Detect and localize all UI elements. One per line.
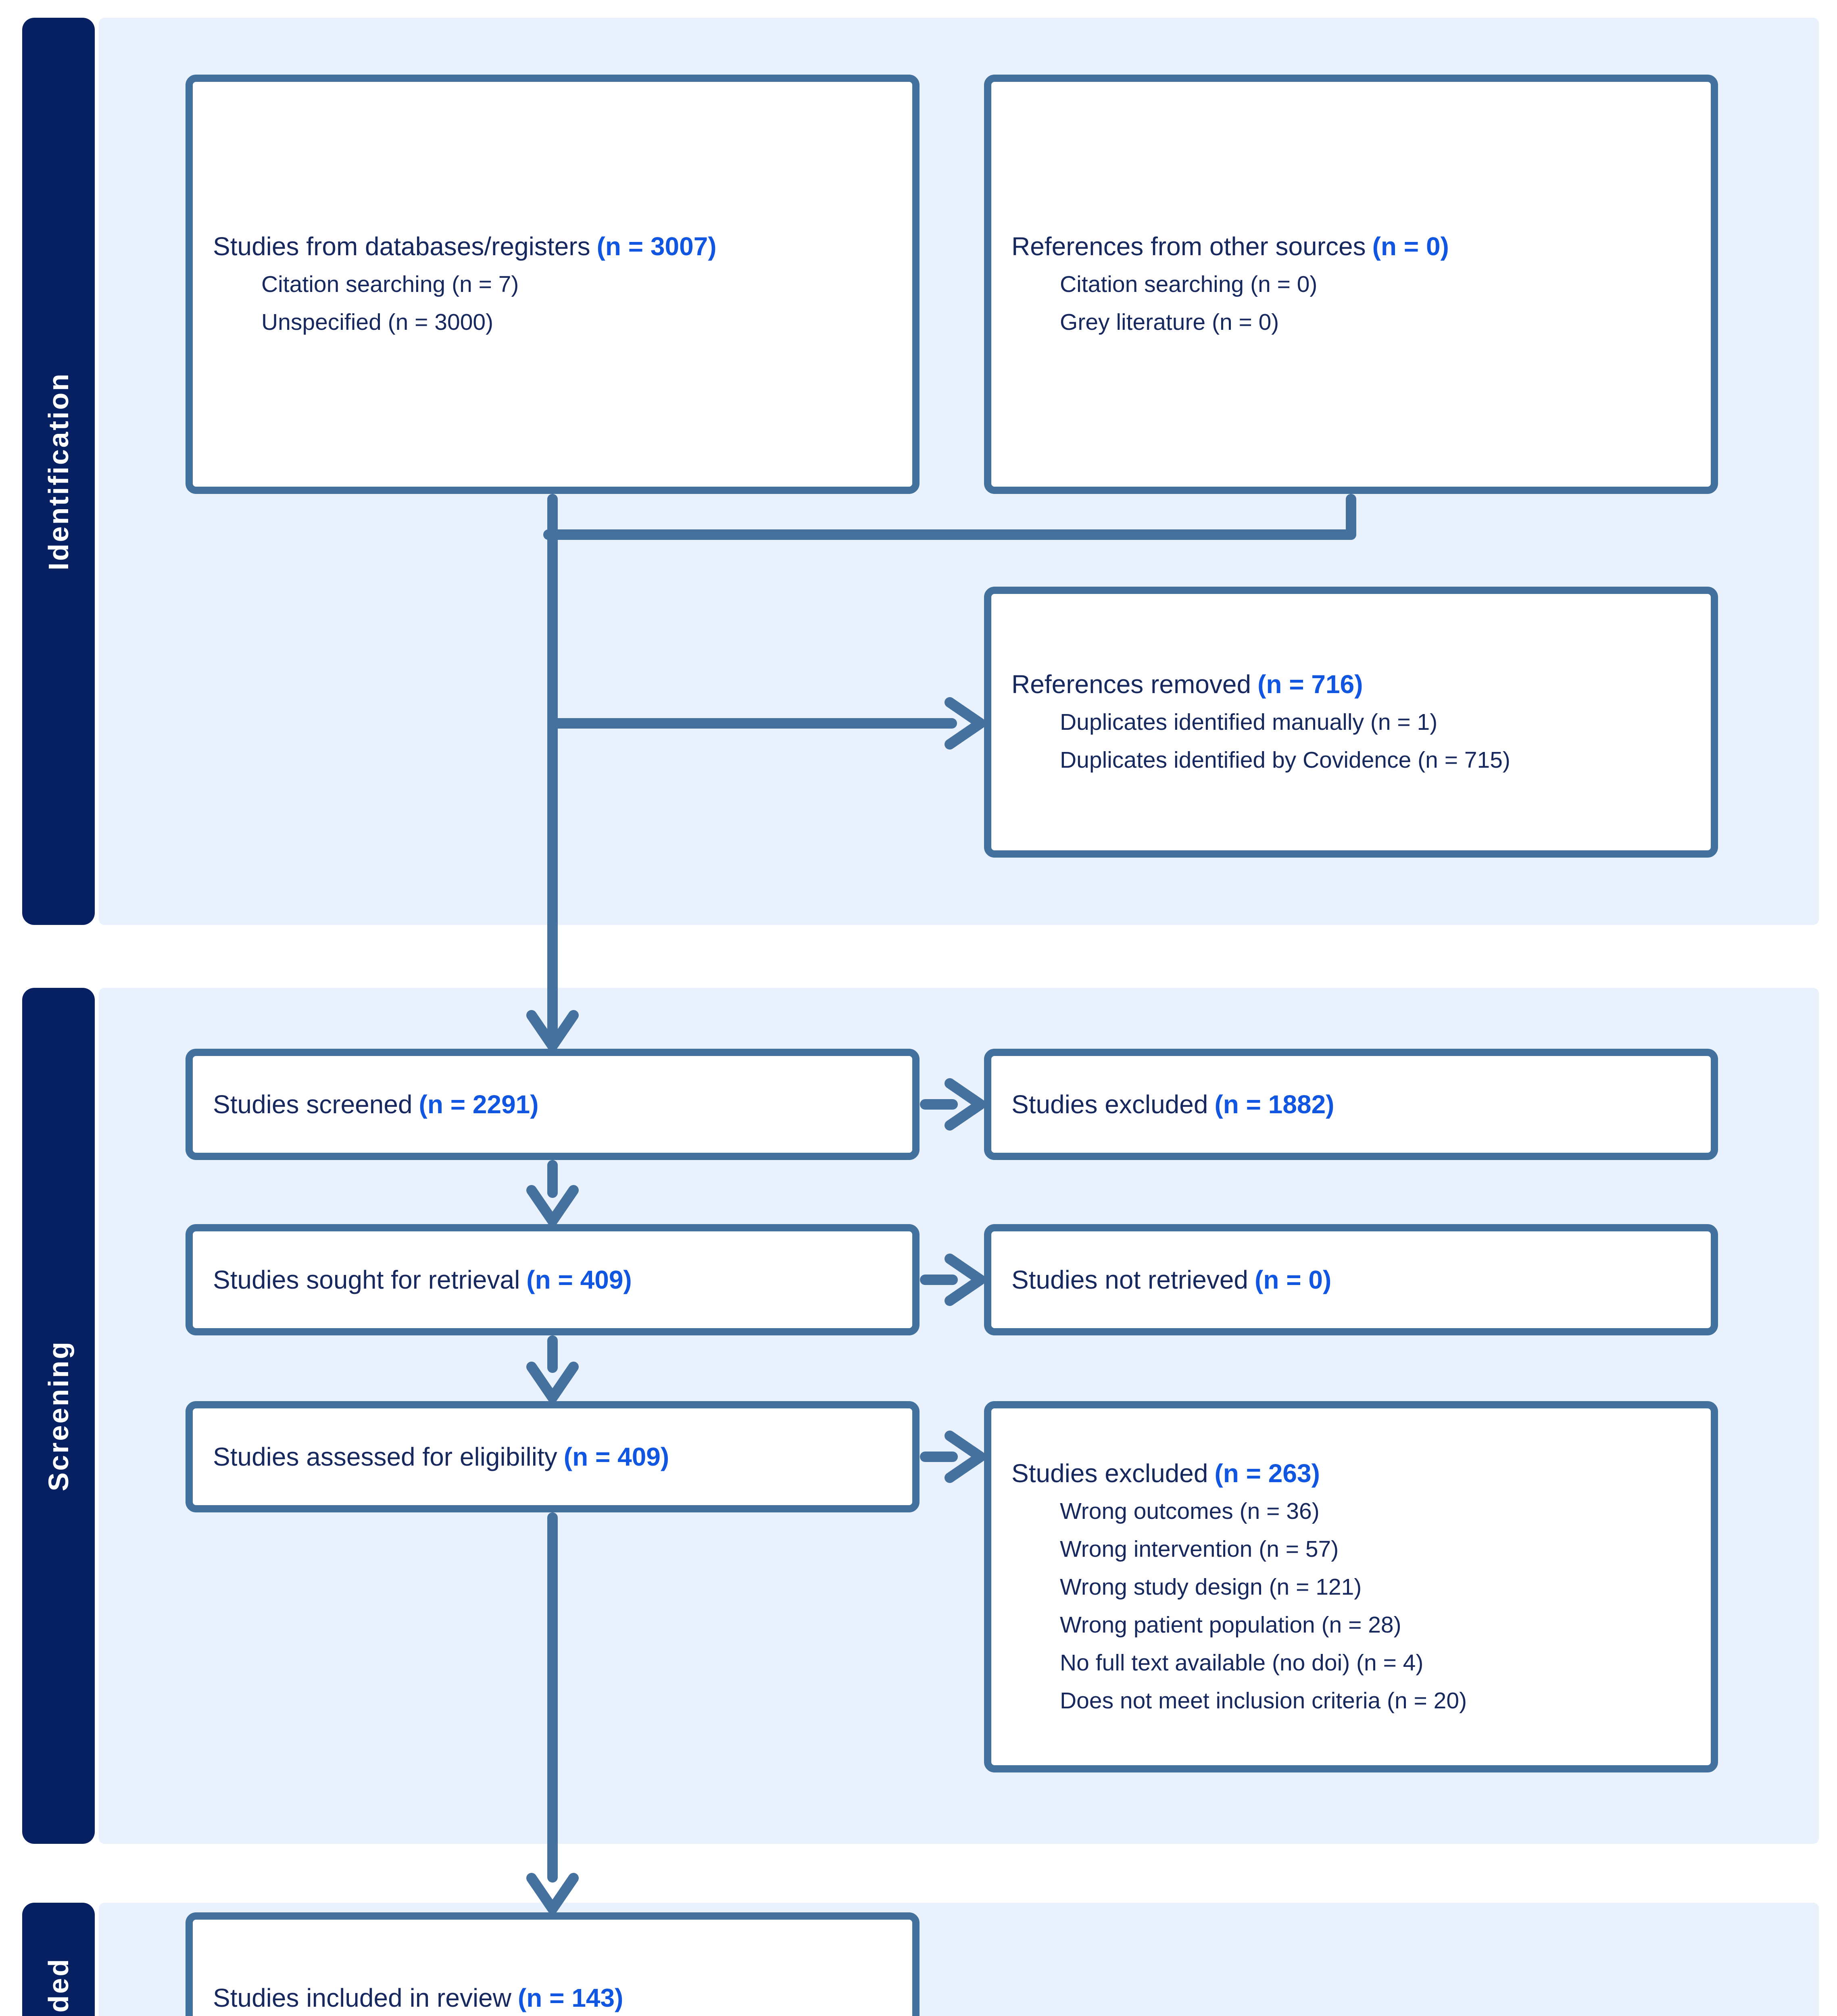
box-studies-sought-title-line: Studies sought for retrieval(n = 409): [213, 1261, 896, 1299]
box-references-removed-count: (n = 716): [1257, 670, 1363, 699]
box-databases-count: (n = 3007): [596, 232, 717, 261]
box-excluded-eligibility-item: Wrong outcomes (n = 36): [1060, 1498, 1320, 1524]
box-studies-assessed-title-line: Studies assessed for eligibility(n = 409…: [213, 1438, 896, 1476]
box-studies-screened-title-line: Studies screened(n = 2291): [213, 1085, 896, 1123]
included-section-bar: Included: [22, 1903, 95, 2016]
box-studies-sought-count: (n = 409): [526, 1265, 632, 1294]
box-references-removed-title-line: References removed(n = 716): [1011, 665, 1695, 703]
box-databases-item: Citation searching (n = 7): [261, 271, 519, 297]
box-other-sources-item: Grey literature (n = 0): [1060, 309, 1279, 335]
box-databases-title: Studies from databases/registers: [213, 232, 590, 261]
box-references-removed-item: Duplicates identified manually (n = 1): [1060, 709, 1438, 735]
box-studies-not-retrieved-count: (n = 0): [1255, 1265, 1332, 1294]
box-studies-not-retrieved: Studies not retrieved(n = 0): [984, 1224, 1718, 1335]
box-studies-excluded-screening-count: (n = 1882): [1214, 1090, 1334, 1119]
identification-section-label: Identification: [43, 372, 74, 571]
box-other-sources-title-line: References from other sources(n = 0): [1011, 227, 1695, 265]
box-references-removed-item: Duplicates identified by Covidence (n = …: [1060, 747, 1510, 773]
box-excluded-eligibility-item: Does not meet inclusion criteria (n = 20…: [1060, 1687, 1467, 1714]
box-studies-included-title-line: Studies included in review(n = 143): [213, 1979, 896, 2016]
box-excluded-eligibility-item: Wrong intervention (n = 57): [1060, 1536, 1339, 1562]
screening-section-label: Screening: [43, 1340, 74, 1491]
box-studies-included: Studies included in review(n = 143): [186, 1912, 920, 2016]
box-excluded-eligibility-title-line: Studies excluded(n = 263): [1011, 1454, 1695, 1492]
box-references-removed: References removed(n = 716) Duplicates i…: [984, 587, 1718, 858]
box-studies-excluded-eligibility: Studies excluded(n = 263) Wrong outcomes…: [984, 1401, 1718, 1772]
box-studies-screened: Studies screened(n = 2291): [186, 1049, 920, 1160]
box-databases-registers: Studies from databases/registers(n = 300…: [186, 75, 920, 494]
box-other-sources-count: (n = 0): [1372, 232, 1449, 261]
box-studies-assessed: Studies assessed for eligibility(n = 409…: [186, 1401, 920, 1512]
box-studies-sought: Studies sought for retrieval(n = 409): [186, 1224, 920, 1335]
box-studies-excluded-screening-title-line: Studies excluded(n = 1882): [1011, 1085, 1695, 1123]
box-studies-assessed-count: (n = 409): [563, 1442, 669, 1471]
identification-section-bar: Identification: [22, 18, 95, 925]
box-studies-included-title: Studies included in review: [213, 1983, 511, 2012]
box-other-sources-title: References from other sources: [1011, 232, 1366, 261]
box-studies-included-count: (n = 143): [517, 1983, 623, 2012]
box-references-removed-title: References removed: [1011, 670, 1251, 699]
box-studies-excluded-screening-title: Studies excluded: [1011, 1090, 1208, 1119]
box-excluded-eligibility-item: Wrong study design (n = 121): [1060, 1574, 1362, 1600]
box-studies-not-retrieved-title: Studies not retrieved: [1011, 1265, 1248, 1294]
box-databases-title-line: Studies from databases/registers(n = 300…: [213, 227, 896, 265]
box-studies-excluded-screening: Studies excluded(n = 1882): [984, 1049, 1718, 1160]
box-databases-item: Unspecified (n = 3000): [261, 309, 494, 335]
box-excluded-eligibility-count: (n = 263): [1214, 1458, 1320, 1488]
box-studies-screened-count: (n = 2291): [419, 1090, 539, 1119]
included-section-label: Included: [42, 1958, 75, 2016]
box-other-sources: References from other sources(n = 0) Cit…: [984, 75, 1718, 494]
screening-section-bar: Screening: [22, 988, 95, 1844]
box-studies-screened-title: Studies screened: [213, 1090, 413, 1119]
box-excluded-eligibility-title: Studies excluded: [1011, 1458, 1208, 1488]
box-excluded-eligibility-item: No full text available (no doi) (n = 4): [1060, 1649, 1424, 1676]
box-excluded-eligibility-item: Wrong patient population (n = 28): [1060, 1612, 1401, 1638]
box-other-sources-item: Citation searching (n = 0): [1060, 271, 1318, 297]
box-studies-sought-title: Studies sought for retrieval: [213, 1265, 520, 1294]
box-studies-assessed-title: Studies assessed for eligibility: [213, 1442, 557, 1471]
box-studies-not-retrieved-title-line: Studies not retrieved(n = 0): [1011, 1261, 1695, 1299]
